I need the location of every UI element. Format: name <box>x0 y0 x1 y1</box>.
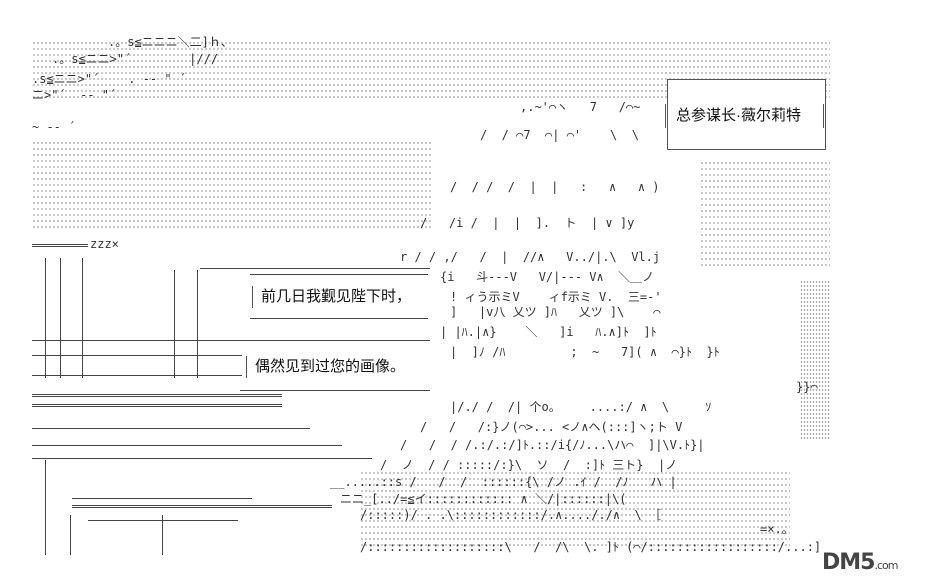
ascii-fragment: / / /:}ノ(⌒>... <ノ∧ヘ(:::]ヽ;ト V <box>420 420 683 434</box>
hatch-left-field <box>32 140 432 230</box>
ascii-fragment: }}⌒ <box>796 380 818 394</box>
frame-rule <box>32 375 242 376</box>
hatch-bottom-center <box>360 470 790 550</box>
frame-post <box>82 258 83 378</box>
ascii-fragment: ~ -‐ ´ <box>32 120 76 134</box>
ascii-fragment: ] |v八 乂ツ ]ﾊ 乂ツ ]\ ⌒ <box>450 305 661 319</box>
hatch-right-field <box>700 160 830 270</box>
speech-bubble-border <box>250 318 428 319</box>
double-rule <box>32 244 88 247</box>
speech-line-2: 偶然见到过您的画像。 <box>246 356 414 378</box>
frame-rule <box>200 268 430 269</box>
ascii-fragment: ニ>"´ -‐ "´ <box>32 88 117 102</box>
ascii-fragment: ,.~'⌒ヽ 7 /⌒~ <box>520 100 641 114</box>
site-logo: DM5.com <box>822 550 898 575</box>
sleep-text: zzz× <box>90 237 119 251</box>
double-rule <box>72 505 332 508</box>
ascii-fragment: ! ィう示ミV ィf示ミ V. 三=-' <box>450 290 662 304</box>
ascii-fragment: .。s≦ニニ>"´ |/// <box>52 52 219 66</box>
frame-post <box>60 258 61 378</box>
ascii-fragment: /:::::::::::::::::::\ / /\ \. ]ﾄ (⌒/::::… <box>360 540 822 554</box>
ascii-fragment: / /i / | | ]. ト | ∨ ]y <box>420 216 635 230</box>
ascii-fragment: / / / /.:/.:/]ﾄ.::/i{/ﾉ...\ハ⌒ ]|\V.ﾄ}| <box>400 438 705 452</box>
frame-rule <box>72 498 252 499</box>
ascii-fragment: | |ﾊ.|∧} ＼ ]i ﾊ.∧]ﾄ ]ﾄ <box>440 325 657 339</box>
ascii-fragment: __.....::s / / / ::::::{\ /ノ .ｲ / /ﾉ ハ | <box>330 475 677 489</box>
title-caption-box <box>665 79 826 150</box>
caption-bar-right <box>823 104 824 128</box>
frame-post <box>45 460 46 555</box>
ascii-fragment: {i 斗‐‐‐V V/|‐‐‐ V∧ ＼＿ノ <box>440 270 655 284</box>
speech-bubble-border <box>250 274 428 275</box>
ascii-fragment: / / ⌒7 ⌒| ⌒' \ \ <box>480 128 639 142</box>
ascii-fragment: r / / ,/ / | //∧ V../|.\ Vl.j <box>400 250 661 264</box>
frame-rule <box>32 445 342 446</box>
ascii-fragment: /:::::)/ . .\::::::::::::/.∧...././∧ \ ［ <box>360 508 661 522</box>
frame-post <box>197 270 198 378</box>
frame-post <box>162 515 163 555</box>
frame-post <box>70 515 71 555</box>
ascii-fragment: ニニ_[../=≦イ:::::::::::: ∧ ＼/|::::::|\( <box>340 492 627 506</box>
logo-main: DM5 <box>822 550 875 575</box>
caption-bar-left <box>665 104 666 128</box>
ascii-fragment: |/./ / /| 个o。 ....:/ ∧ \ ｿ <box>450 400 712 414</box>
ascii-fragment: | ]ﾉ /ﾊ ; ~ 7]( ∧ ⌒}ﾄ }ﾄ <box>450 345 720 359</box>
ascii-fragment: =×.。 <box>760 522 794 536</box>
ascii-fragment: .。s≦ニニニ＼二]ｈ、 <box>108 35 233 49</box>
frame-rule <box>32 428 310 429</box>
speech-line-1: 前几日我觐见陛下时， <box>252 286 420 308</box>
frame-rule <box>32 355 242 356</box>
ascii-fragment: .s≦ニニ>"´ . -‐ " ´ <box>32 72 187 86</box>
speech-bubble-border <box>240 340 430 341</box>
ascii-fragment: / / / / | | : ∧ ∧ ) <box>450 180 660 194</box>
ascii-fragment: / ノ / / :::::/:}\ ソ / :]ﾄ 三ト} |ノ <box>380 458 678 472</box>
double-rule <box>32 394 282 397</box>
frame-rule <box>32 340 242 341</box>
hatch-right-edge <box>800 280 830 440</box>
speech-bubble-border <box>240 390 430 391</box>
logo-suffix: .com <box>874 559 898 572</box>
frame-post <box>174 270 175 378</box>
frame-rule <box>88 520 238 521</box>
frame-post <box>45 258 46 378</box>
title-caption: 总参谋长·薇尔莉特 <box>676 107 801 124</box>
double-rule <box>32 404 282 407</box>
frame-rule <box>32 458 372 459</box>
